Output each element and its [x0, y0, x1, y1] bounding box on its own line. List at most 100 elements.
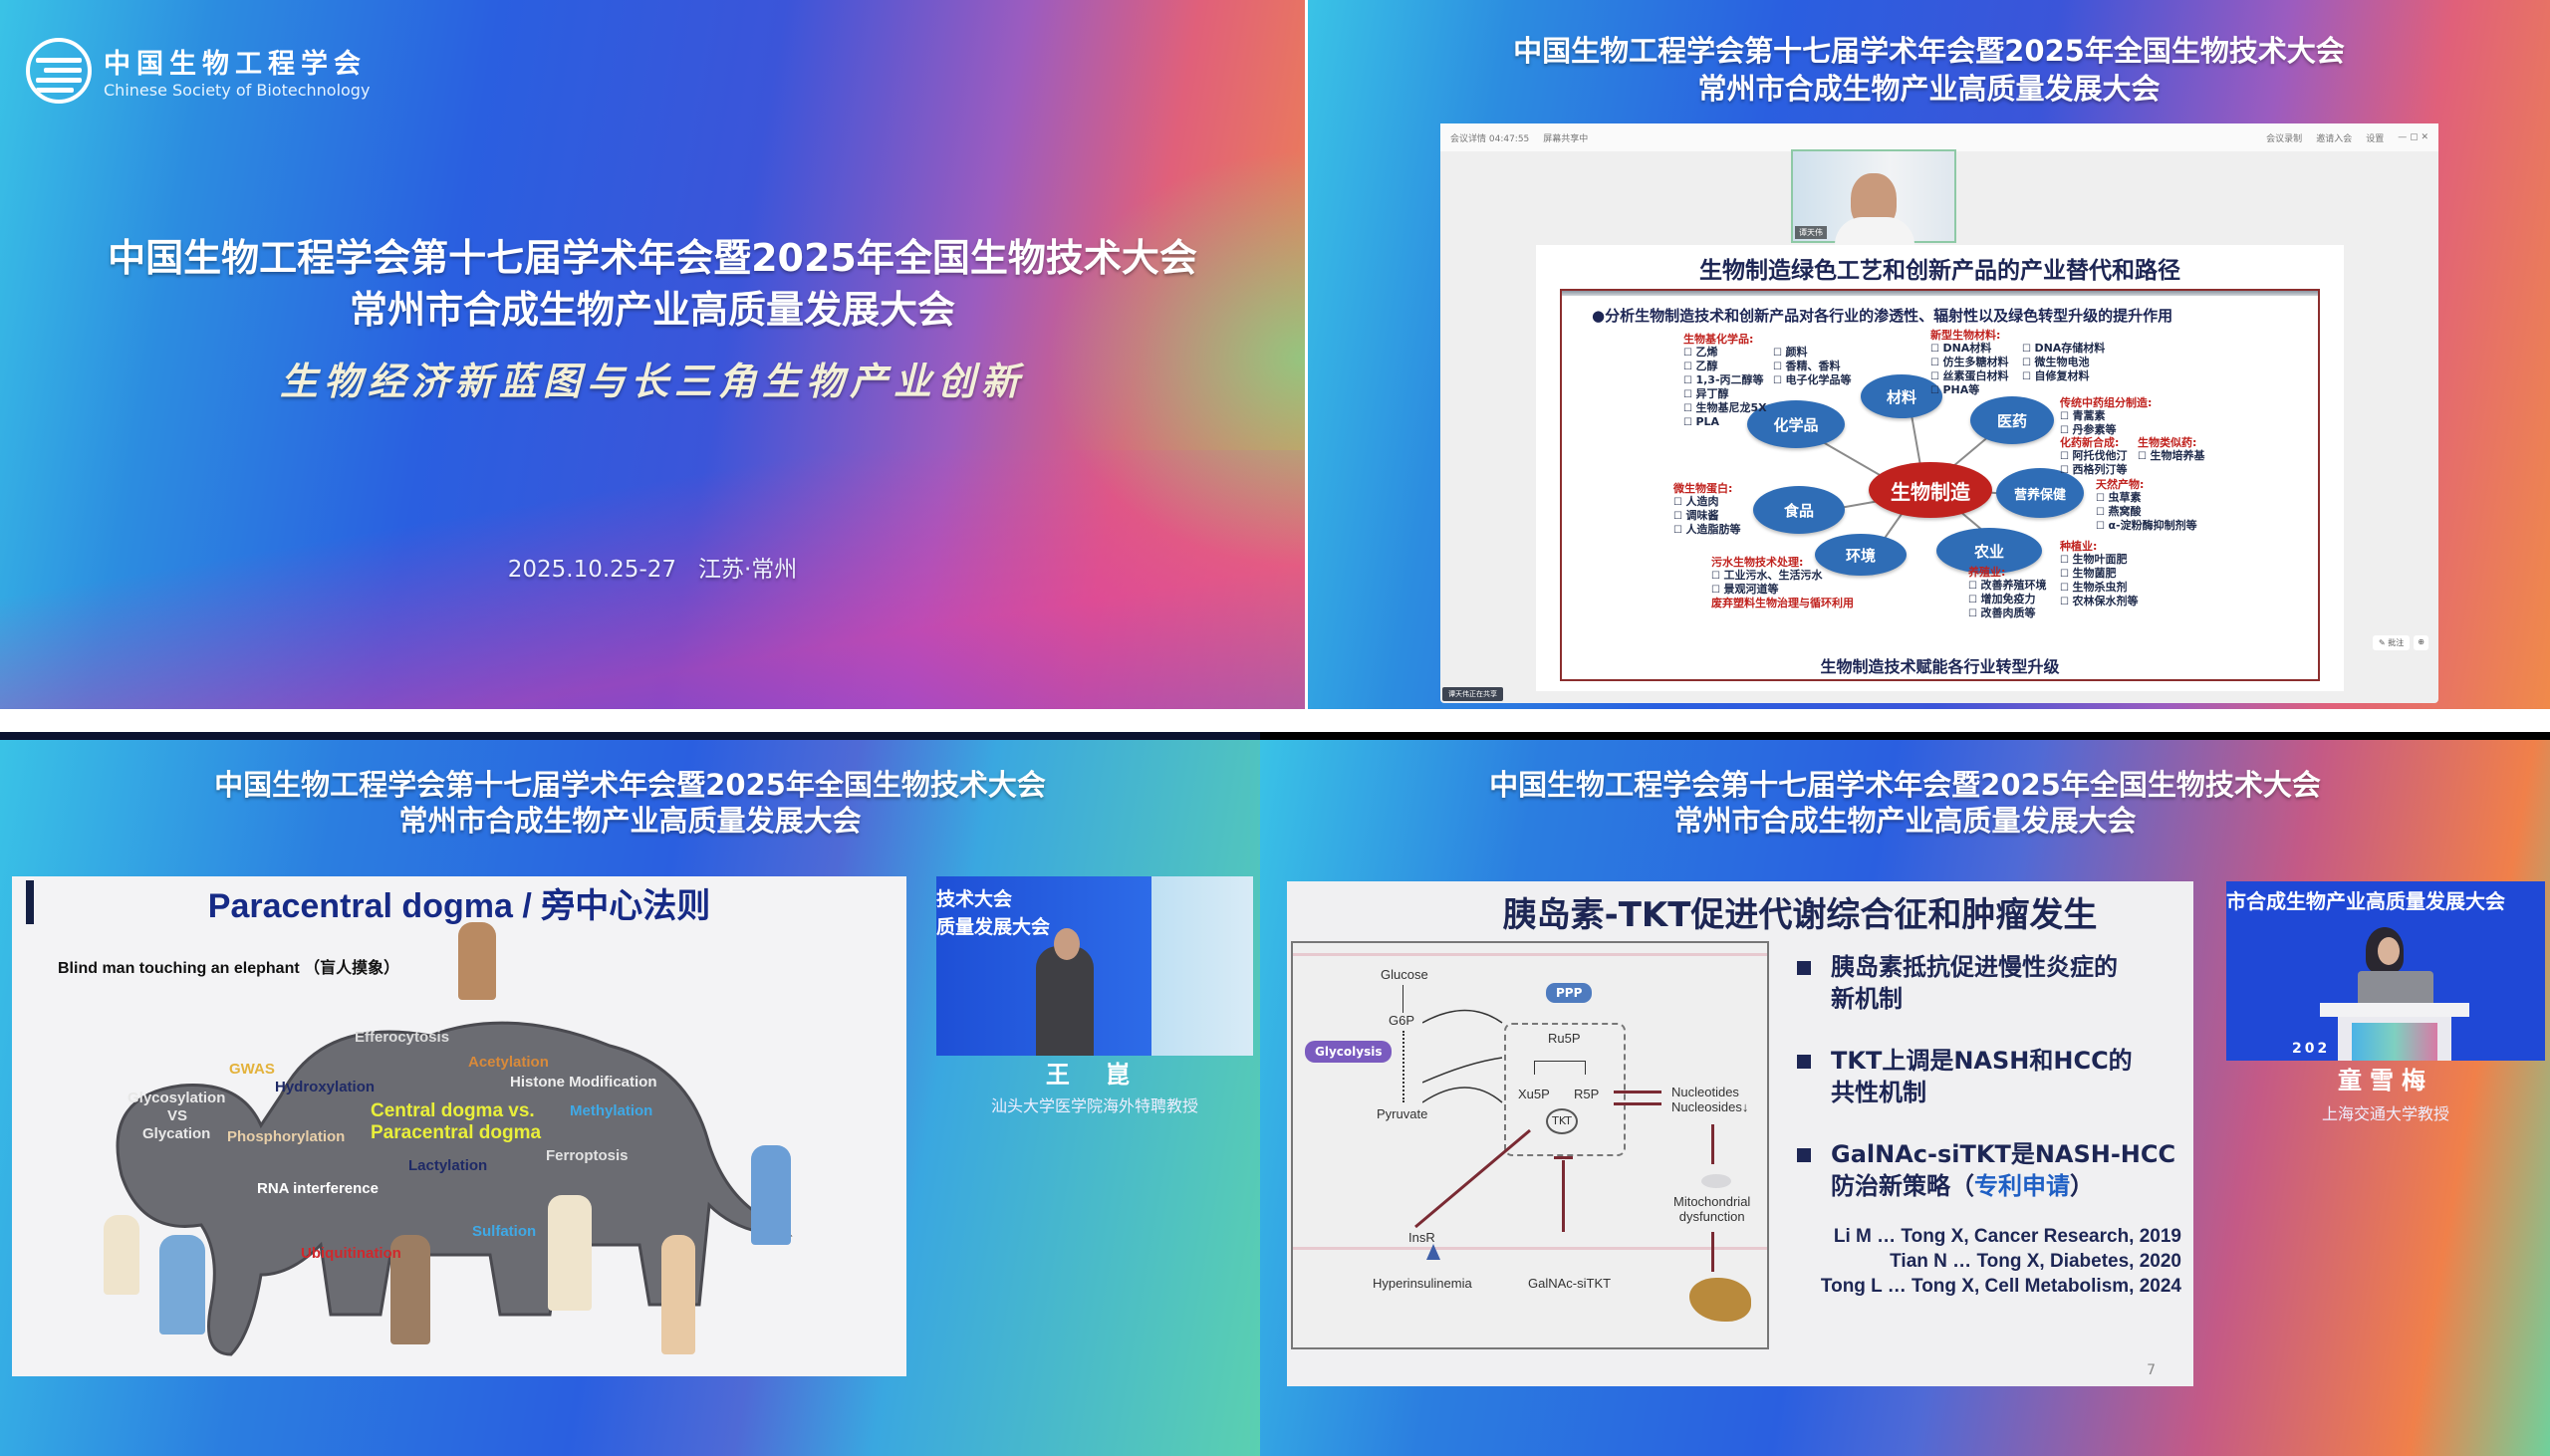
patent-highlight: 专利申请: [1974, 1172, 2070, 1200]
label-g6p: G6P: [1389, 1013, 1415, 1028]
speaker-name: 童雪梅: [2338, 1067, 2433, 1094]
speaker-video-tong[interactable]: 市合成生物产业高质量发展大会 202: [2226, 881, 2545, 1061]
category-planting: 种植业: 生物叶面肥生物菌肥生物杀虫剂农林保水剂等: [2060, 540, 2138, 608]
conference-subtitle: 常州市合成生物产业高质量发展大会: [1673, 804, 2137, 838]
category-synthesis: 化药新合成: 阿托伐他汀西格列汀等: [2060, 436, 2127, 477]
slide-title: 生物制造绿色工艺和创新产品的产业替代和路径: [1699, 258, 2180, 284]
share-status: 屏幕共享中: [1543, 133, 1589, 144]
label-insr: InsR: [1408, 1230, 1435, 1245]
node-medicine: 医药: [1970, 396, 2054, 444]
label-galnac: GalNAc-siTKT: [1528, 1276, 1612, 1291]
slide-subtitle: Blind man touching an elephant （盲人摸象）: [58, 960, 400, 977]
category-biochem-2: 颜料香精、香料电子化学品等: [1773, 346, 1851, 387]
figure-on-top: [458, 922, 496, 1000]
label-histone: Histone Modification: [510, 1074, 657, 1091]
label-r5p: R5P: [1574, 1087, 1600, 1101]
slide-tkt: 胰岛素-TKT促进代谢综合征和肿瘤发生 Glucose G6P Pyruvate…: [1287, 881, 2193, 1386]
category-protein: 微生物蛋白: 人造肉调味酱人造脂肪等: [1673, 482, 1740, 537]
conference-theme: 生物经济新蓝图与长三角生物产业创新: [279, 359, 1025, 403]
label-gwas: GWAS: [229, 1061, 275, 1078]
label-glycation: Glycation: [142, 1125, 211, 1142]
meeting-window: 会议详情 04:47:55 屏幕共享中 会议录制 邀请入会 设置 — ▢ ✕ 谭…: [1440, 123, 2438, 703]
insulin-arrow: [1414, 1128, 1531, 1229]
label-glycosylation: Glycosylation: [128, 1090, 226, 1106]
org-name-en: Chinese Society of Biotechnology: [104, 81, 371, 100]
presenter-body: [1835, 217, 1914, 245]
label-lactylation: Lactylation: [408, 1157, 488, 1174]
tkt-node: TKT: [1546, 1108, 1578, 1134]
figure-right: [751, 1145, 791, 1245]
category-biochem: 生物基化学品: 乙烯乙醇1,3-丙二醇等异丁醇生物基尼龙5XPLA: [1683, 333, 1767, 429]
node-agriculture: 农业: [1936, 528, 2042, 574]
label-pyruvate: Pyruvate: [1377, 1106, 1428, 1121]
label-ubiquitination: Ubiquitination: [301, 1245, 401, 1262]
share-indicator[interactable]: 谭天伟正在共享: [1442, 687, 1503, 701]
page-number: 7: [2147, 1362, 2156, 1378]
record-button[interactable]: 会议录制: [2266, 133, 2303, 144]
speaker-title: 上海交通大学教授: [2321, 1104, 2449, 1123]
slide-title: Paracentral dogma / 旁中心法则: [207, 887, 711, 925]
video-banner: 市合成生物产业高质量发展大会: [2226, 889, 2505, 913]
figure-left: [104, 1215, 139, 1295]
category-materials-2: DNA存储材料微生物电池自修复材料: [2022, 342, 2105, 383]
annotate-button[interactable]: ✎ 批注: [2373, 635, 2411, 650]
glycolysis-badge: Glycolysis: [1305, 1041, 1393, 1063]
label-methylation: Methylation: [570, 1102, 653, 1119]
category-materials: 新型生物材料: DNA材料仿生多糖材料丝素蛋白材料PHA等: [1930, 329, 2008, 397]
label-xu5p: Xu5P: [1518, 1087, 1550, 1101]
label-ferroptosis: Ferroptosis: [546, 1147, 629, 1164]
conference-title: 中国生物工程学会第十七届学术年会暨2025年全国生物技术大会: [1513, 34, 2345, 68]
figure-blue: [159, 1235, 205, 1335]
slide-paracentral: Paracentral dogma / 旁中心法则 Blind man touc…: [12, 876, 906, 1376]
conference-subtitle: 常州市合成生物产业高质量发展大会: [349, 288, 955, 332]
label-hyperinsulinemia: Hyperinsulinemia: [1373, 1276, 1472, 1291]
conference-subtitle: 常州市合成生物产业高质量发展大会: [398, 804, 862, 838]
video-banner-line1: 技术大会: [936, 888, 1013, 910]
presenter-video[interactable]: 谭天伟: [1791, 149, 1956, 245]
video-banner-line2: 质量发展大会: [936, 916, 1051, 938]
bullet-2: TKT上调是NASH和HCC的共性机制: [1797, 1045, 2133, 1108]
settings-button[interactable]: 设置: [2366, 133, 2385, 144]
label-vs: VS: [167, 1107, 188, 1124]
video-year: 202: [2292, 1041, 2331, 1057]
panel-title-slide: 中国生物工程学会 Chinese Society of Biotechnolog…: [0, 0, 1305, 709]
category-breeding: 养殖业: 改善养殖环境增加免疫力改善肉质等: [1968, 566, 2046, 620]
node-food: 食品: [1753, 486, 1845, 534]
label-central-dogma: Central dogma vs.: [371, 1100, 535, 1121]
invite-button[interactable]: 邀请入会: [2316, 133, 2353, 144]
exchange-arrows: [1422, 1009, 1503, 1103]
decorative-glow: [1046, 149, 1305, 568]
label-acetylation: Acetylation: [468, 1054, 549, 1071]
label-ru5p: Ru5P: [1548, 1031, 1581, 1046]
node-materials: 材料: [1861, 374, 1942, 418]
meeting-info[interactable]: 会议详情 04:47:55: [1450, 133, 1530, 144]
shared-slide: 生物制造绿色工艺和创新产品的产业替代和路径 ●分析生物制造技术和创新产品对各行业…: [1536, 245, 2344, 691]
slide-title: 胰岛素-TKT促进代谢综合征和肿瘤发生: [1502, 895, 2098, 935]
speaker-face: [2378, 937, 2400, 965]
panel-paracentral-talk: 中国生物工程学会第十七届学术年会暨2025年全国生物技术大会 常州市合成生物产业…: [0, 732, 1260, 1456]
bullet-1: 胰岛素抵抗促进慢性炎症的新机制: [1797, 951, 2118, 1015]
zoom-icon[interactable]: ⊕: [2414, 635, 2428, 650]
speaker-video-wang[interactable]: 技术大会 质量发展大会: [936, 876, 1253, 1056]
slide-frame: ●分析生物制造技术和创新产品对各行业的渗透性、辐射性以及绿色转型升级的提升作用 …: [1560, 289, 2320, 681]
csbt-logo-icon: [26, 38, 92, 104]
panel-tkt-talk: 中国生物工程学会第十七届学术年会暨2025年全国生物技术大会 常州市合成生物产业…: [1260, 732, 2550, 1456]
conference-title: 中国生物工程学会第十七届学术年会暨2025年全国生物技术大会: [108, 236, 1197, 280]
label-paracentral-dogma: Paracentral dogma: [371, 1122, 542, 1143]
speaker-name: 王 崑: [1045, 1061, 1145, 1089]
figure-cap: [390, 1235, 430, 1344]
annotate-controls: ✎ 批注 ⊕: [2373, 635, 2428, 650]
pencil-icon: ✎: [2379, 638, 2386, 647]
pathway-diagram: Glucose G6P Pyruvate Glycolysis PPP Ru5P…: [1291, 941, 1769, 1349]
window-controls[interactable]: — ▢ ✕: [2398, 132, 2428, 142]
inhibition-line: [1562, 1160, 1565, 1232]
liver-icon: [1689, 1278, 1751, 1322]
meeting-toolbar: 会议详情 04:47:55 屏幕共享中 会议录制 邀请入会 设置 — ▢ ✕: [1440, 123, 2438, 151]
label-sulfation: Sulfation: [472, 1223, 537, 1240]
label-hydroxylation: Hydroxylation: [275, 1079, 376, 1095]
center-node: 生物制造: [1869, 462, 1992, 518]
mitochondria-icon: [1701, 1174, 1731, 1188]
org-logo: 中国生物工程学会 Chinese Society of Biotechnolog…: [26, 38, 370, 104]
podium-top: [2320, 1003, 2469, 1017]
